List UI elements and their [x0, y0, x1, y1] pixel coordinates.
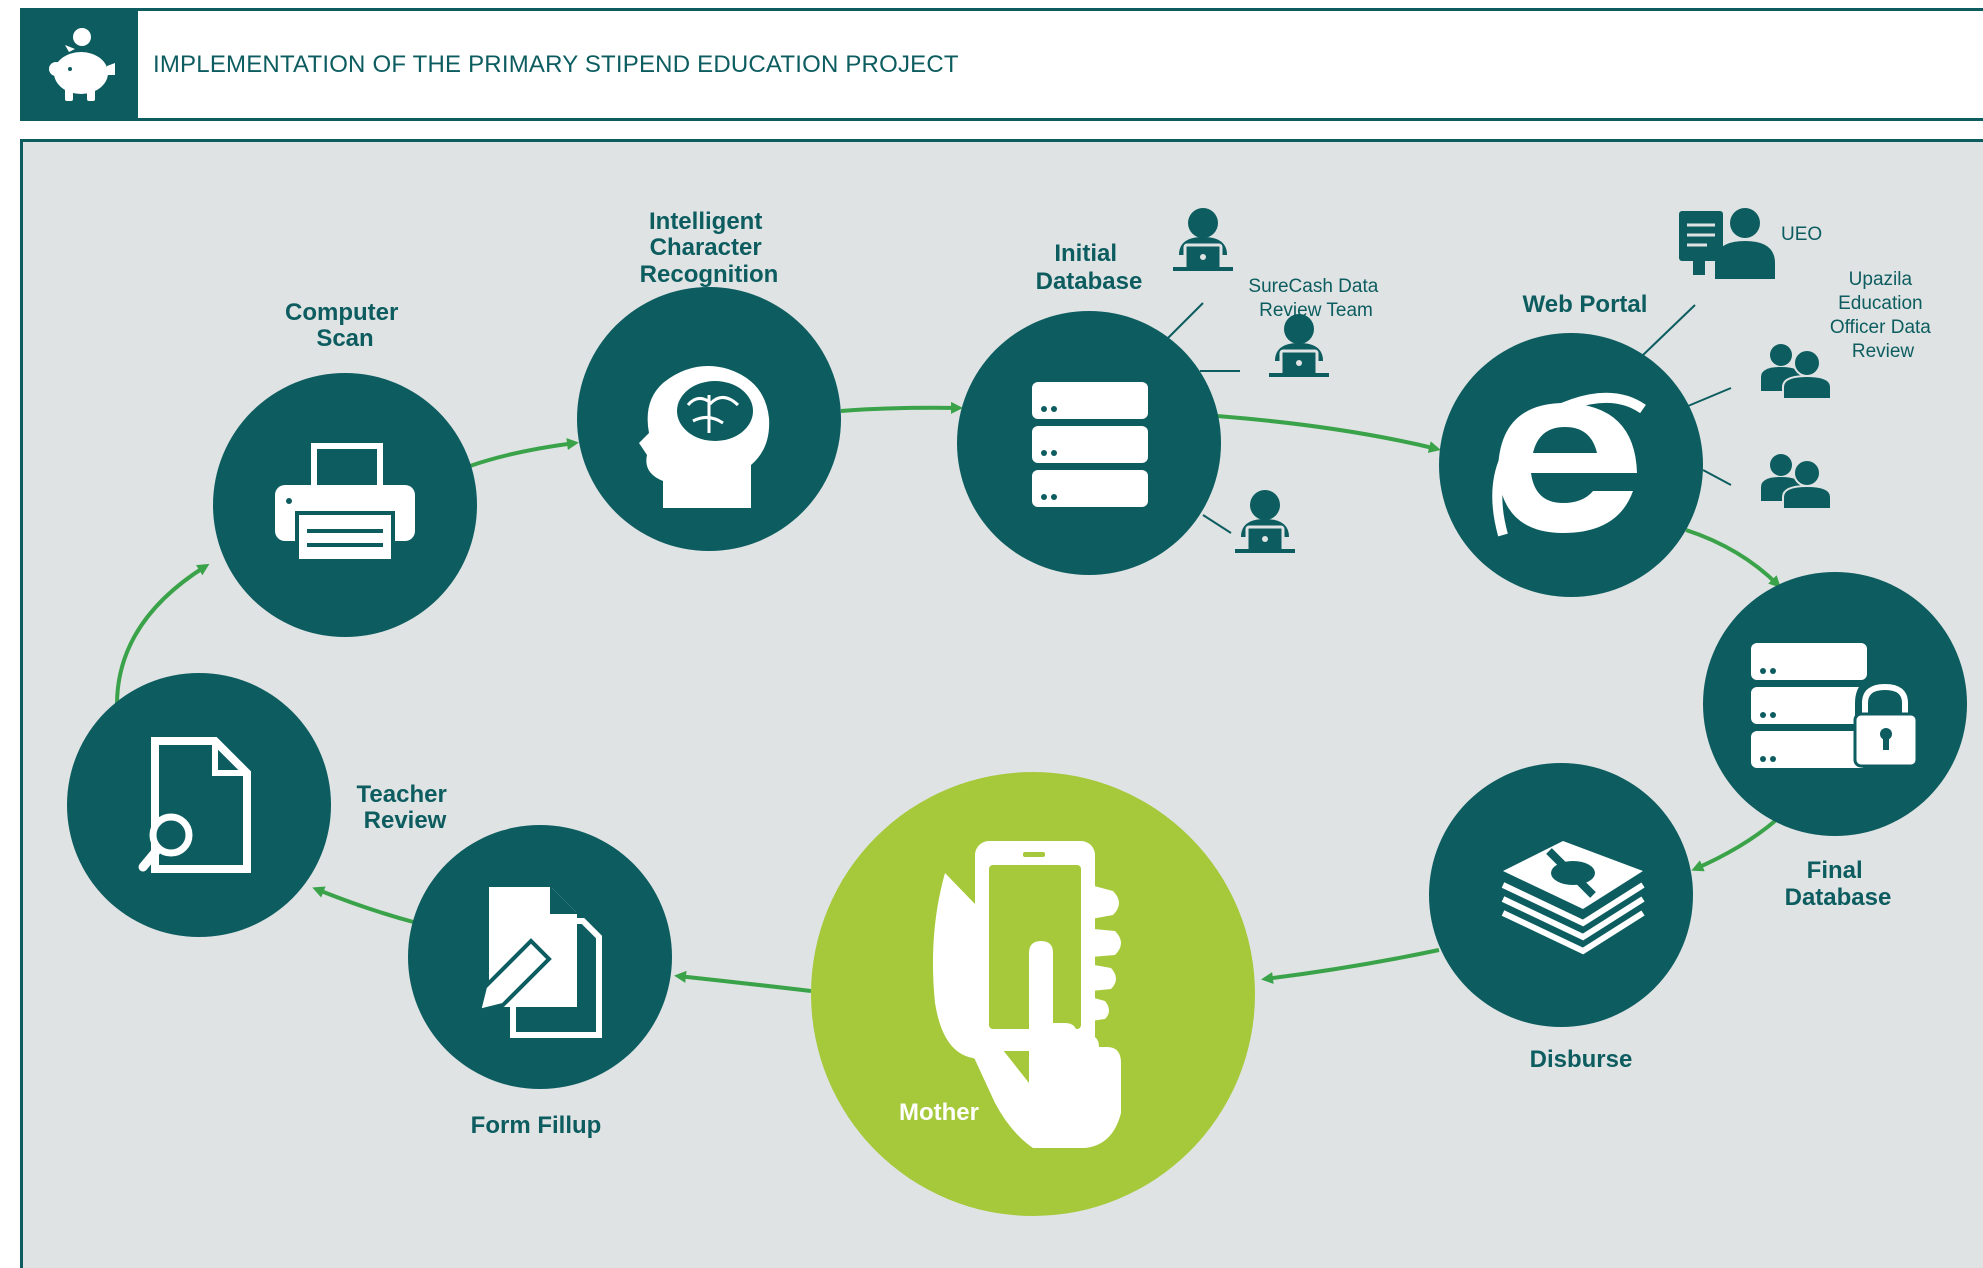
flow-arrow-finaldb-to-disburse [1691, 819, 1777, 872]
node-form-fillup: Form Fillup [408, 825, 672, 1139]
flow-arrow-disburse-to-mother [1261, 948, 1440, 984]
upazila-reviewers-icon [1760, 453, 1832, 510]
documents-pen-icon [476, 887, 602, 1038]
node-teacher-review: Teacher Review [67, 673, 454, 937]
computer-scan-label: Computer Scan [285, 299, 405, 352]
initial-database-label: Initial Database [1036, 240, 1143, 295]
icr-label: Intelligent Character Recognition [640, 208, 779, 288]
reviewer-person-icon [1171, 206, 1235, 273]
money-stack-icon [1501, 841, 1645, 955]
ueo-officer-icon [1679, 208, 1775, 279]
internet-explorer-icon [1492, 392, 1646, 537]
hand-phone-icon [932, 841, 1121, 1148]
node-web-portal: Web Portal [1439, 291, 1703, 597]
flow-arrow-initialdb-to-portal [1216, 414, 1441, 453]
flow-arrow-scan-to-icr [469, 438, 579, 468]
node-icr: Intelligent Character Recognition [577, 208, 841, 551]
disburse-label: Disburse [1530, 1046, 1633, 1073]
header-logo [23, 11, 138, 118]
process-diagram-panel: Computer Scan Intelligent Character Reco… [20, 139, 1983, 1268]
reviewer-person-icon [1233, 488, 1297, 555]
ueo-label: UEO [1781, 224, 1822, 245]
surecash-review-label: SureCash Data Review Team [1248, 276, 1383, 321]
web-portal-label: Web Portal [1523, 291, 1648, 318]
reviewer-person-icon [1267, 312, 1331, 379]
flow-arrow-portal-to-finaldb [1685, 528, 1781, 588]
brain-head-icon [639, 366, 770, 508]
flow-arrow-form-to-review [312, 886, 418, 925]
locked-database-icon [1751, 643, 1919, 768]
database-icon [1032, 382, 1148, 507]
node-computer-scan: Computer Scan [213, 299, 477, 637]
flow-arrow-review-to-scan [115, 563, 210, 704]
upazila-reviewers-icon [1760, 343, 1832, 400]
page-title: IMPLEMENTATION OF THE PRIMARY STIPEND ED… [153, 51, 959, 78]
upazila-review-label: Upazila Education Officer Data Review [1830, 269, 1936, 362]
node-initial-database: Initial Database [957, 240, 1221, 575]
node-final-database: Final Database [1703, 572, 1967, 911]
flow-arrow-icr-to-initialdb [840, 401, 963, 414]
piggy-bank-icon [49, 28, 115, 101]
final-database-label: Final Database [1785, 857, 1892, 911]
form-fillup-label: Form Fillup [471, 1112, 602, 1139]
header-bar: IMPLEMENTATION OF THE PRIMARY STIPEND ED… [20, 8, 1983, 121]
document-search-icon [138, 737, 251, 873]
node-disburse: Disburse [1429, 763, 1693, 1073]
node-mother: Mother [811, 772, 1255, 1216]
teacher-review-label: Teacher Review [357, 781, 454, 834]
printer-icon [275, 443, 415, 563]
flow-arrow-mother-to-form [674, 970, 812, 993]
process-flow-diagram: Computer Scan Intelligent Character Reco… [67, 206, 1967, 1216]
mother-label: Mother [899, 1099, 979, 1126]
